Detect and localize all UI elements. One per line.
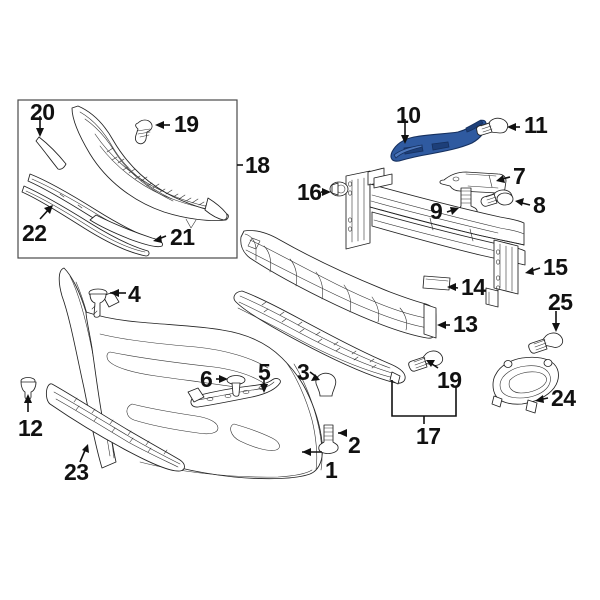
valance-push-pin-art [20, 377, 37, 400]
callout-7[interactable]: 7 [513, 163, 526, 189]
callout-13[interactable]: 13 [453, 311, 478, 337]
absorber-pad-art [422, 275, 451, 291]
callout-14[interactable]: 14 [461, 274, 486, 300]
callout-15[interactable]: 15 [543, 254, 568, 280]
callout-19-grille[interactable]: 19 [174, 111, 199, 137]
callout-5[interactable]: 5 [258, 359, 271, 385]
grille-assembly-art [71, 105, 229, 229]
bumper-cover-screw-art [318, 424, 339, 454]
bumper-push-pin-clip-art [88, 288, 108, 318]
callout-19[interactable]: 19 [437, 367, 462, 393]
callout-11[interactable]: 11 [524, 112, 548, 138]
grille-detail-box [17, 99, 238, 259]
lower-valance-art [45, 383, 185, 472]
callout-9[interactable]: 9 [430, 198, 443, 224]
fog-lamp-bezel-screw-art [528, 332, 564, 354]
callout-8[interactable]: 8 [533, 192, 546, 218]
callout-22[interactable]: 22 [22, 220, 47, 246]
highlighted-part-10-art [390, 119, 487, 162]
callout-18[interactable]: 18 [245, 152, 270, 178]
callout-16[interactable]: 16 [297, 179, 322, 205]
callout-1[interactable]: 1 [325, 457, 338, 483]
trim-stay-screw-art [476, 117, 509, 136]
callout-25[interactable]: 25 [548, 289, 573, 315]
callout-4[interactable]: 4 [128, 281, 141, 307]
energy-absorber-art [240, 230, 437, 339]
callout-20[interactable]: 20 [30, 99, 55, 125]
callout-21[interactable]: 21 [170, 224, 195, 250]
callout-12[interactable]: 12 [18, 415, 43, 441]
grille-side-molding-art-2 [21, 185, 150, 257]
impact-bar-bracket-art [439, 171, 507, 194]
callout-24[interactable]: 24 [551, 385, 576, 411]
impact-bar-reinforcement-art [329, 167, 526, 308]
leader-lines [24, 116, 560, 463]
callout-3[interactable]: 3 [297, 359, 310, 385]
fog-lamp-bezel-art [491, 356, 559, 414]
grille-upper-molding-art [35, 136, 67, 170]
callout-6[interactable]: 6 [200, 366, 213, 392]
bumper-retainer-clip-art [315, 372, 337, 397]
upper-seal-screw-art [226, 375, 246, 397]
flange-bolt-art [480, 189, 514, 207]
bracket-17-leader [391, 380, 457, 424]
grille-lower-molding-art [89, 214, 163, 248]
callout-17[interactable]: 17 [416, 423, 441, 449]
callout-2[interactable]: 2 [348, 432, 361, 458]
callout-23[interactable]: 23 [64, 459, 89, 485]
grille-screw-art [134, 119, 153, 145]
callout-10[interactable]: 10 [396, 102, 421, 128]
